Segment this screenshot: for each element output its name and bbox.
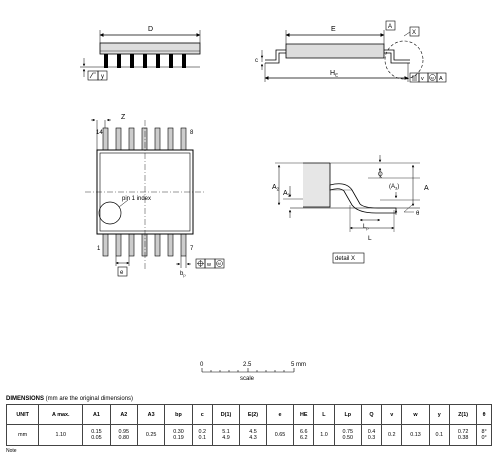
scale-tick-1: 2.5 — [243, 362, 252, 368]
label-pin-1: 1 — [97, 246, 101, 252]
cell-a3: 0.25 — [136, 424, 166, 446]
end-view — [260, 20, 447, 83]
header-v: v — [381, 404, 403, 425]
label-pin-14: 14 — [96, 130, 103, 136]
header-lp: Lp — [333, 404, 362, 425]
label-c: c — [255, 58, 258, 64]
label-y: y — [101, 74, 104, 80]
label-Z: Z — [121, 114, 126, 121]
label-M-w: M — [218, 261, 221, 266]
cell-l: 1.0 — [313, 424, 335, 446]
table-header-row: UNIT A max. A1 A2 A3 bp c D(1) E(2) e HE… — [5, 404, 492, 425]
header-theta: θ — [476, 404, 492, 425]
header-w: w — [401, 404, 430, 425]
scale-tick-0: 0 — [200, 362, 204, 368]
dimensions-title: DIMENSIONS (mm are the original dimensio… — [6, 396, 134, 402]
label-fc-A: A — [439, 76, 443, 82]
scale-label: scale — [240, 376, 255, 382]
label-Lp: Lp — [363, 224, 369, 231]
header-e2: E(2) — [239, 404, 267, 425]
scale-tick-2: 5 mm — [291, 362, 306, 368]
header-unit: UNIT — [5, 404, 40, 425]
label-A1: A1 — [283, 190, 291, 198]
label-bp: bp — [180, 271, 186, 278]
label-v: v — [421, 76, 424, 82]
header-z: Z(1) — [448, 404, 478, 425]
label-L: L — [368, 235, 372, 242]
label-A-right: A — [424, 185, 429, 192]
header-q: Q — [360, 404, 383, 425]
label-M-v: M — [431, 76, 434, 81]
label-pin1-index: pin 1 index — [122, 196, 151, 202]
scale-bar — [201, 368, 295, 373]
label-D: D — [148, 26, 153, 33]
label-pin-7: 7 — [190, 246, 194, 252]
label-A3: (A3) — [389, 184, 399, 191]
header-a1: A1 — [82, 404, 111, 425]
header-a-max: A max. — [38, 404, 84, 425]
header-d: D(1) — [211, 404, 241, 425]
header-y: y — [428, 404, 450, 425]
dimensions-table: UNIT A max. A1 A2 A3 bp c D(1) E(2) e HE… — [5, 404, 492, 446]
detail-x-view — [275, 155, 420, 264]
header-a3: A3 — [136, 404, 166, 425]
top-view — [85, 118, 225, 277]
table-note: Note — [6, 448, 17, 454]
header-bp: bp — [164, 404, 193, 425]
side-view — [80, 30, 201, 81]
header-e: e — [265, 404, 295, 425]
header-he: HE — [293, 404, 315, 425]
label-A-box: A — [388, 24, 392, 30]
cell-theta: 8°0° — [476, 424, 492, 446]
cell-y: 0.1 — [428, 424, 450, 446]
label-E: E — [331, 26, 336, 33]
label-X-box: X — [412, 30, 416, 36]
header-c: c — [191, 404, 213, 425]
label-theta: θ — [416, 211, 420, 217]
label-HE: HE — [330, 70, 338, 78]
label-detail-x: detail X — [335, 256, 355, 262]
header-l: L — [313, 404, 335, 425]
package-outline-drawing: D y E A X c HE v M A — [80, 20, 447, 382]
label-A2: A2 — [272, 184, 280, 192]
cell-a-max: 1.10 — [38, 424, 84, 446]
label-w: w — [206, 262, 211, 268]
cell-v: 0.2 — [381, 424, 403, 446]
bottom-leads — [102, 233, 187, 257]
cell-w: 0.13 — [401, 424, 430, 446]
header-a2: A2 — [109, 404, 138, 425]
cell-unit: mm — [5, 424, 40, 446]
side-view-leads — [104, 54, 186, 68]
label-Q: Q — [378, 172, 383, 178]
top-leads — [102, 127, 187, 151]
label-pin-8: 8 — [190, 130, 194, 136]
cell-e: 0.65 — [265, 424, 295, 446]
label-e: e — [120, 270, 124, 276]
